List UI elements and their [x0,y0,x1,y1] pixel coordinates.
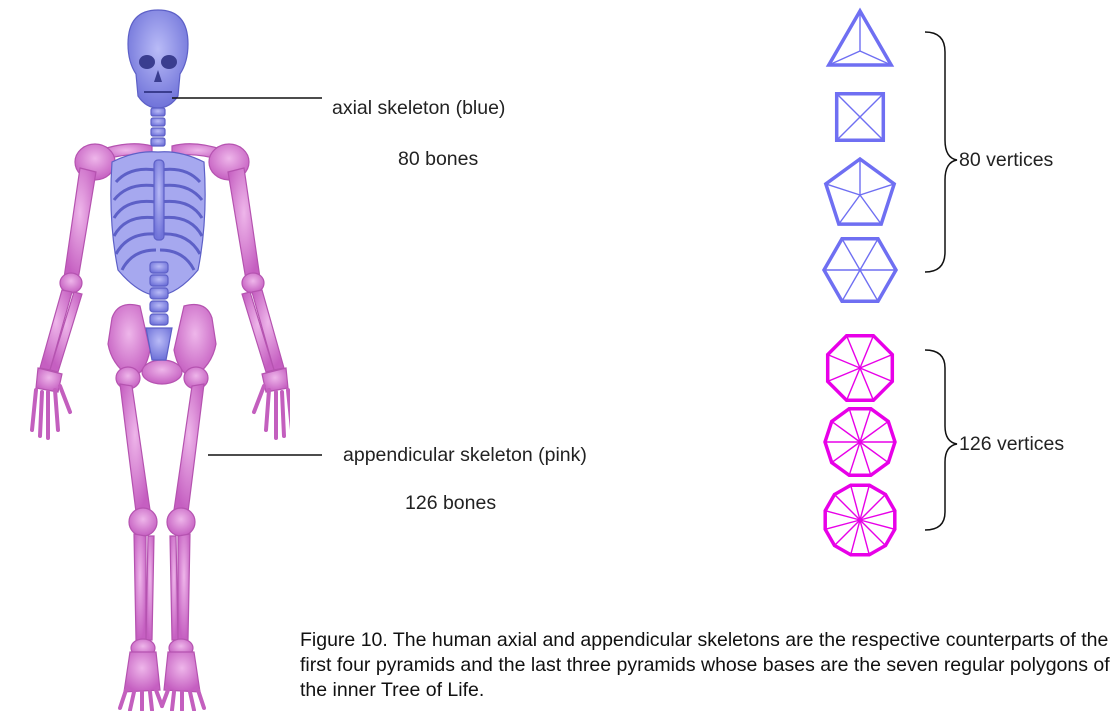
figure-caption: Figure 10. The human axial and appendicu… [300,628,1119,703]
pentagon-spoke [860,184,894,195]
decagon-spoke [849,442,860,475]
square-spoke [837,117,860,140]
decagon-spoke [860,421,888,442]
appendicular-bone-count: 126 bones [405,492,496,515]
pentagon-spoke [839,195,860,224]
braces [915,0,1035,560]
hexagon-spoke [860,239,878,270]
decagon-spoke [860,442,871,475]
pentagon-spoke [826,184,860,195]
axial-skeleton-label: axial skeleton (blue) [332,97,505,120]
decagon-spoke [832,442,860,463]
hexagon-polygon [824,239,896,301]
decagon-polygon [825,409,895,476]
hexagon-spoke [860,270,878,301]
square-polygon [837,94,884,141]
hexagon-spoke [842,239,860,270]
brace-top [925,32,957,272]
decagon-spoke [849,409,860,442]
brace-bottom [925,350,957,530]
square-spoke [860,117,883,140]
pentagon-polygon [826,159,894,224]
triangle-polygon [829,11,891,65]
decagon-spoke [832,421,860,442]
decagon-spoke [860,409,871,442]
axial-bone-count: 80 bones [398,148,478,171]
hexagon-spoke [842,270,860,301]
vertices-top-label: 80 vertices [959,149,1053,172]
skeleton-illustration [0,0,290,711]
square-spoke [860,94,883,117]
pentagon-spoke [860,195,881,224]
square-spoke [837,94,860,117]
vertices-bottom-label: 126 vertices [959,433,1064,456]
dodecagon-polygon [825,485,895,555]
octagon-polygon [828,336,893,401]
decagon-spoke [860,442,888,463]
appendicular-skeleton-label: appendicular skeleton (pink) [343,444,587,467]
